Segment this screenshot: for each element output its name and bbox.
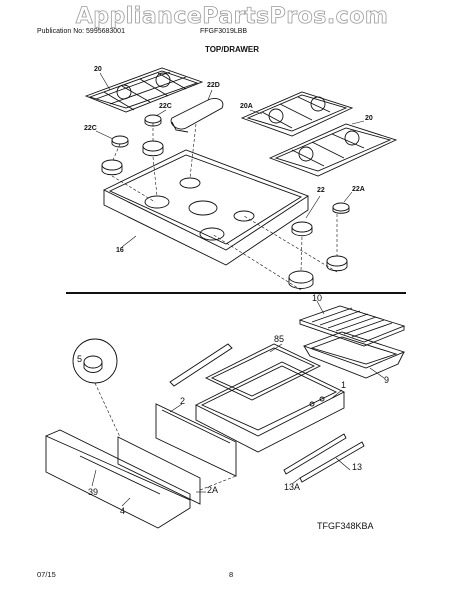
label-drawer-body: 1 [341,380,347,390]
grate-right-front [268,123,398,177]
label-drawer-front: 4 [120,506,126,516]
label-griddle: 22D [207,82,220,89]
label-broiler-insert: 10 [312,293,323,303]
burner-head-right [326,255,348,272]
page-number: 8 [229,570,234,579]
label-cap-small-left: 22C [84,125,97,132]
label-rack: 85 [274,334,285,344]
model-number: FFGF3019LBB [200,28,248,35]
label-broiler-pan: 9 [384,375,390,385]
label-leaders-top [95,72,365,248]
grate-left [84,67,204,113]
label-slide-right: 13 [352,462,363,472]
footer-date: 07/15 [37,570,56,579]
side-panel [155,403,237,477]
broiler-pan-insert [298,305,406,347]
section-divider [66,292,406,294]
cooktop [102,149,309,266]
drawer-front [45,429,191,529]
rear-bracket [169,343,233,387]
grate-right-back [240,91,354,137]
label-grate-left: 20 [94,66,102,73]
label-side-panel: 2 [180,396,186,406]
leader-lines-top [111,123,338,291]
section-title: TOP/DRAWER [204,45,260,54]
label-cooktop: 16 [116,247,124,254]
burner-head-top [142,140,164,157]
burner-cap-22c-left [111,135,129,148]
publication-number: Publication No: 5995683001 [37,28,125,35]
label-cap-small-top: 22C [159,103,172,110]
label-cap-small-right: 22A [352,186,365,193]
label-grate-right: 20 [365,115,373,122]
label-grate-right-a: 20A [240,103,253,110]
rack [204,343,322,401]
drawer-slide-left [283,433,347,475]
drawer-body [194,361,346,453]
burner-head-left [101,159,123,176]
label-cap-large: 22 [317,187,325,194]
burner-cap-22 [291,221,313,237]
leader-lines-bottom [94,382,237,491]
watermark: AppliancePartsPros.com [75,4,389,30]
drawer-slide-right [299,441,365,483]
label-door-panel: 2A [207,485,219,495]
burner-head-large [288,270,314,289]
label-handle: 39 [88,487,99,497]
griddle [170,97,224,133]
burner-cap-22a [332,202,350,214]
door-inner-panel [117,436,201,505]
label-knob: 5 [77,354,83,364]
label-slide-left: 13A [284,482,301,492]
broiler-pan [302,331,406,379]
diagram-code: TFGF348KBA [317,521,374,531]
label-leaders-bottom [91,300,385,507]
